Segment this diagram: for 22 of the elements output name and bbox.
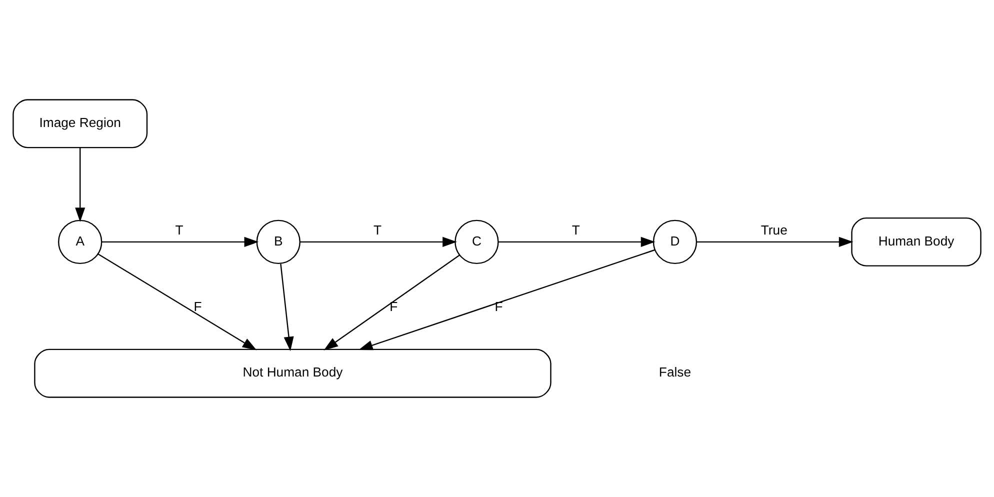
edge-label: True (760, 222, 788, 238)
node-circle: D (652, 220, 698, 264)
node-circle: C (454, 220, 499, 264)
arrow (358, 249, 656, 350)
arrow (280, 264, 294, 352)
label: False (658, 364, 692, 380)
node-box: Image Region (12, 99, 148, 148)
arrow (98, 254, 257, 350)
edge-label: T (374, 222, 382, 238)
node-box: Not Human Body (34, 348, 552, 398)
arrow (324, 254, 460, 350)
node-circle: B (256, 220, 300, 264)
edge-label: T (572, 222, 580, 238)
arrow (498, 236, 656, 247)
arrow (102, 236, 259, 247)
arrow (696, 236, 854, 247)
arrow (300, 236, 457, 247)
arrow (75, 148, 86, 222)
edge-label: T (175, 222, 184, 238)
edge-label: F (194, 298, 202, 314)
node-box: Human Body (851, 217, 982, 266)
node-circle: A (58, 220, 102, 264)
